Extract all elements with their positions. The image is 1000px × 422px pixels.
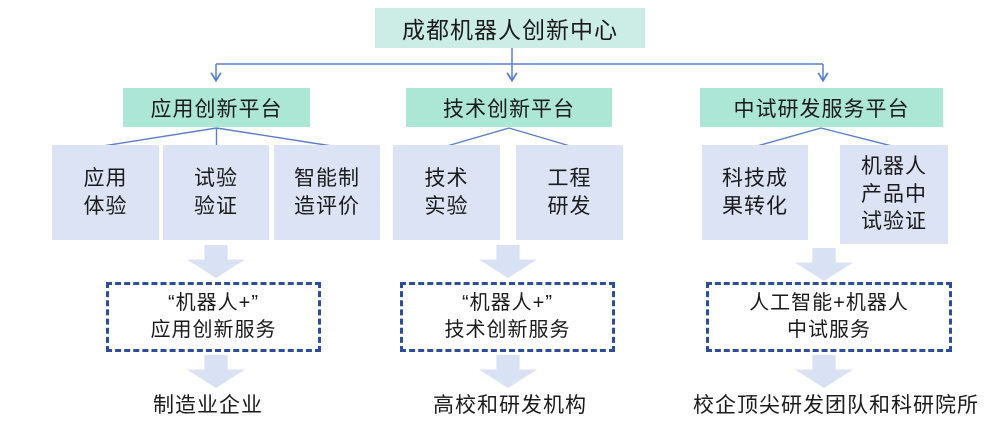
beneficiary-label: 校企顶尖研发团队和科研院所	[693, 394, 979, 417]
down-arrow-icon	[187, 245, 245, 278]
down-arrow-icon	[479, 245, 537, 278]
beneficiary-label: 制造业企业	[153, 394, 263, 417]
down-arrow-icon	[187, 355, 245, 388]
beneficiary-label: 高校和研发机构	[433, 394, 587, 417]
platform-node-technology: 技术创新平台	[406, 88, 612, 127]
platform-node-application: 应用创新平台	[123, 88, 310, 127]
service-box: “机器人+” 应用创新服务	[106, 282, 321, 352]
function-box: 技术 实验	[393, 145, 500, 240]
down-arrow-icon	[795, 248, 853, 281]
function-box: 科技成 果转化	[702, 145, 808, 240]
root-node: 成都机器人创新中心	[375, 8, 645, 48]
function-box: 试验 验证	[163, 145, 269, 240]
down-arrow-icon	[795, 355, 853, 388]
down-arrow-icon	[479, 355, 537, 388]
platform-node-pilot: 中试研发服务平台	[700, 88, 943, 127]
service-box: 人工智能+机器人 中试服务	[706, 282, 952, 352]
function-box: 智能制 造评价	[274, 145, 380, 240]
function-box: 机器人 产品中 试验证	[840, 145, 948, 244]
function-box: 工程 研发	[516, 145, 623, 240]
service-box: “机器人+” 技术创新服务	[400, 282, 615, 352]
function-box: 应用 体验	[52, 145, 159, 240]
